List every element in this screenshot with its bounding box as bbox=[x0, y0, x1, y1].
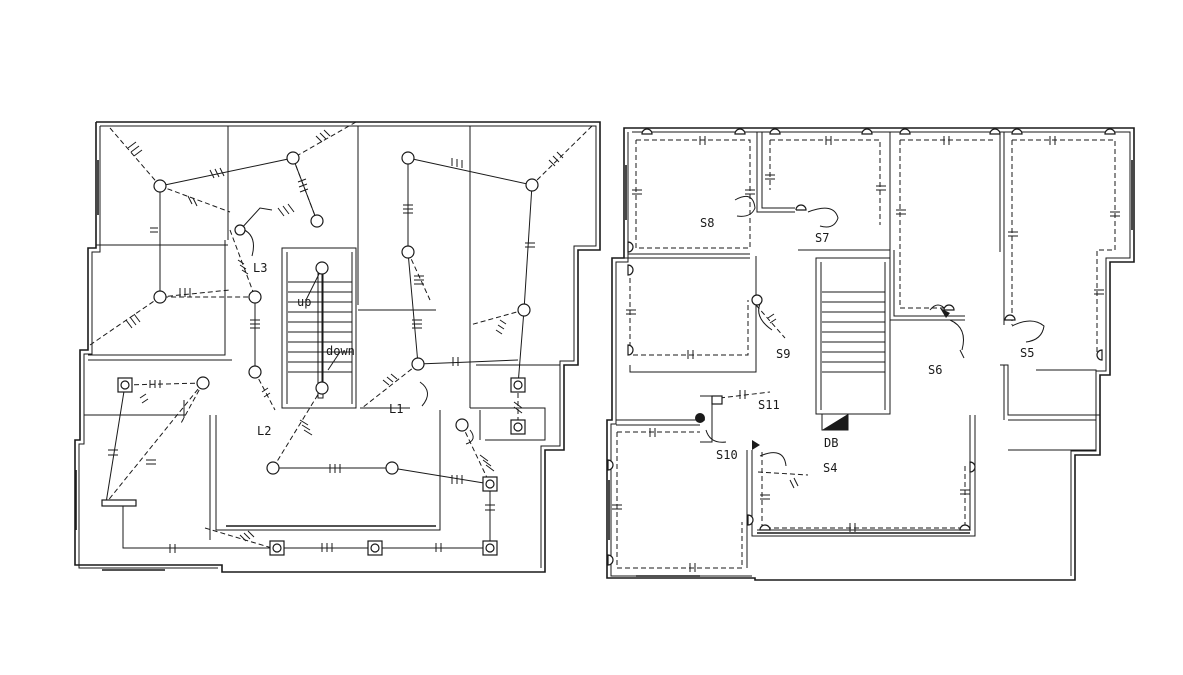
label-switch-s5: S5 bbox=[1020, 346, 1034, 360]
left-outer-walls bbox=[74, 121, 601, 573]
left-staircase bbox=[281, 247, 357, 409]
right-light-fittings bbox=[641, 128, 1116, 135]
right-outer-walls bbox=[606, 127, 1135, 581]
left-floor-plan: up down L1 L2 L3 bbox=[74, 121, 601, 573]
left-fan-points bbox=[101, 377, 526, 556]
label-switch-s4: S4 bbox=[823, 461, 837, 475]
right-cable-ticks bbox=[612, 136, 1120, 572]
left-switch-arcs bbox=[239, 227, 474, 445]
label-switch-s9: S9 bbox=[776, 347, 790, 361]
right-staircase bbox=[815, 257, 891, 415]
label-up: up bbox=[297, 295, 311, 309]
left-interior-walls bbox=[84, 126, 561, 540]
label-distribution-board: DB bbox=[824, 436, 838, 450]
left-light-points bbox=[153, 151, 539, 475]
right-switches bbox=[607, 195, 1103, 566]
left-cable-ticks bbox=[108, 129, 564, 553]
right-interior-walls bbox=[616, 132, 1100, 568]
right-wiring-dashed bbox=[616, 139, 1116, 569]
label-switch-s11: S11 bbox=[758, 398, 780, 412]
distribution-board bbox=[821, 413, 849, 431]
right-floor-plan: S4 S5 S6 S7 S8 S9 S10 S11 DB bbox=[606, 127, 1135, 581]
label-circuit-l2: L2 bbox=[257, 424, 271, 438]
label-switch-s6: S6 bbox=[928, 363, 942, 377]
label-down: down bbox=[326, 344, 355, 358]
label-circuit-l1: L1 bbox=[389, 402, 403, 416]
label-switch-s10: S10 bbox=[716, 448, 738, 462]
label-circuit-l3: L3 bbox=[253, 261, 267, 275]
label-switch-s8: S8 bbox=[700, 216, 714, 230]
label-switch-s7: S7 bbox=[815, 231, 829, 245]
